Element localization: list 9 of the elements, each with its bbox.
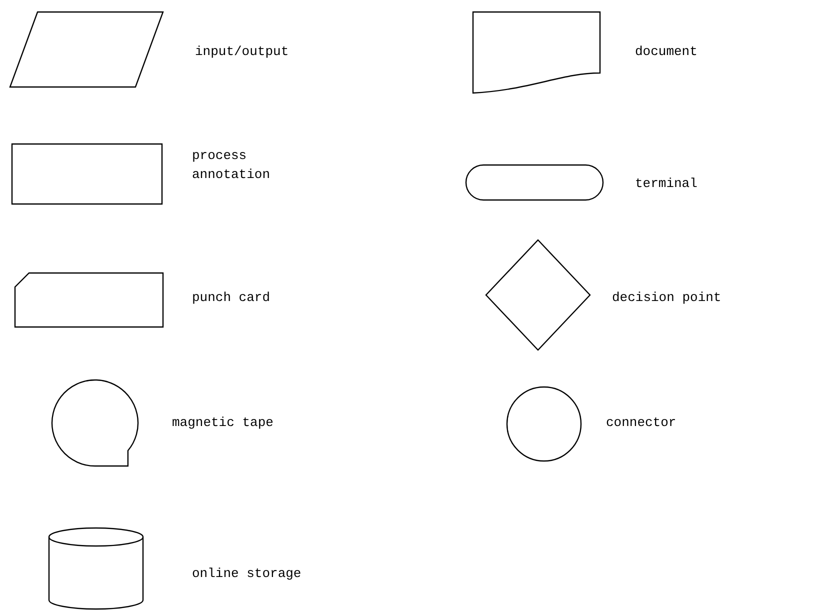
- symbol-label: process annotation: [192, 147, 272, 184]
- symbol-label: punch card: [192, 289, 272, 307]
- symbol-label: terminal: [635, 175, 698, 193]
- symbol-label: online storage: [192, 565, 302, 583]
- symbol-label: connector: [606, 414, 678, 432]
- symbol-label: document: [635, 43, 698, 61]
- symbol-label: decision point: [612, 289, 722, 307]
- symbol-label: input/output: [195, 43, 290, 61]
- symbol-label: magnetic tape: [172, 414, 274, 432]
